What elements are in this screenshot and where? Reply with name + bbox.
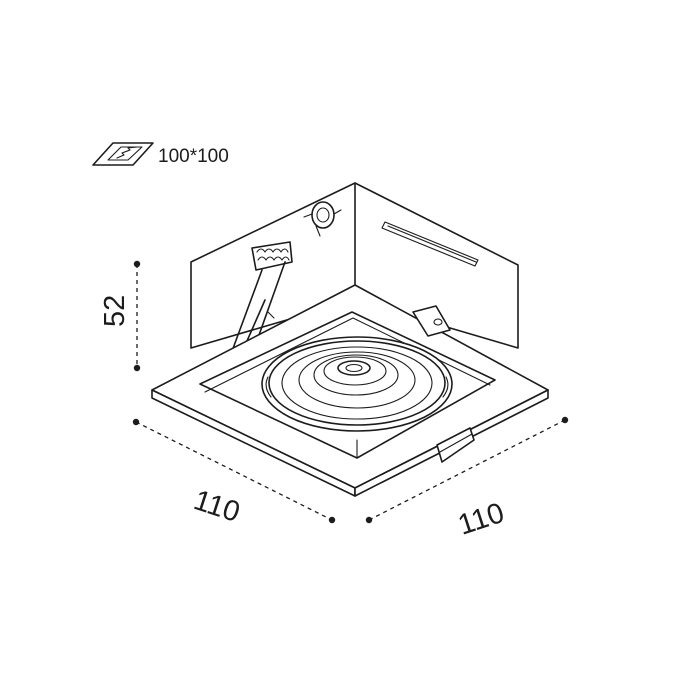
left-width-dimension-label: 110 xyxy=(190,484,244,529)
right-width-dimension-label: 110 xyxy=(454,497,508,542)
height-dimension-label: 52 xyxy=(99,295,131,327)
cutout-size-label: 100*100 xyxy=(158,146,229,167)
cable-clamp xyxy=(303,201,342,237)
ceiling-cutout-icon xyxy=(92,142,154,166)
mounting-tabs xyxy=(412,305,475,463)
height-dimension: 52 xyxy=(99,260,141,372)
lamp-gimbal xyxy=(261,336,453,432)
